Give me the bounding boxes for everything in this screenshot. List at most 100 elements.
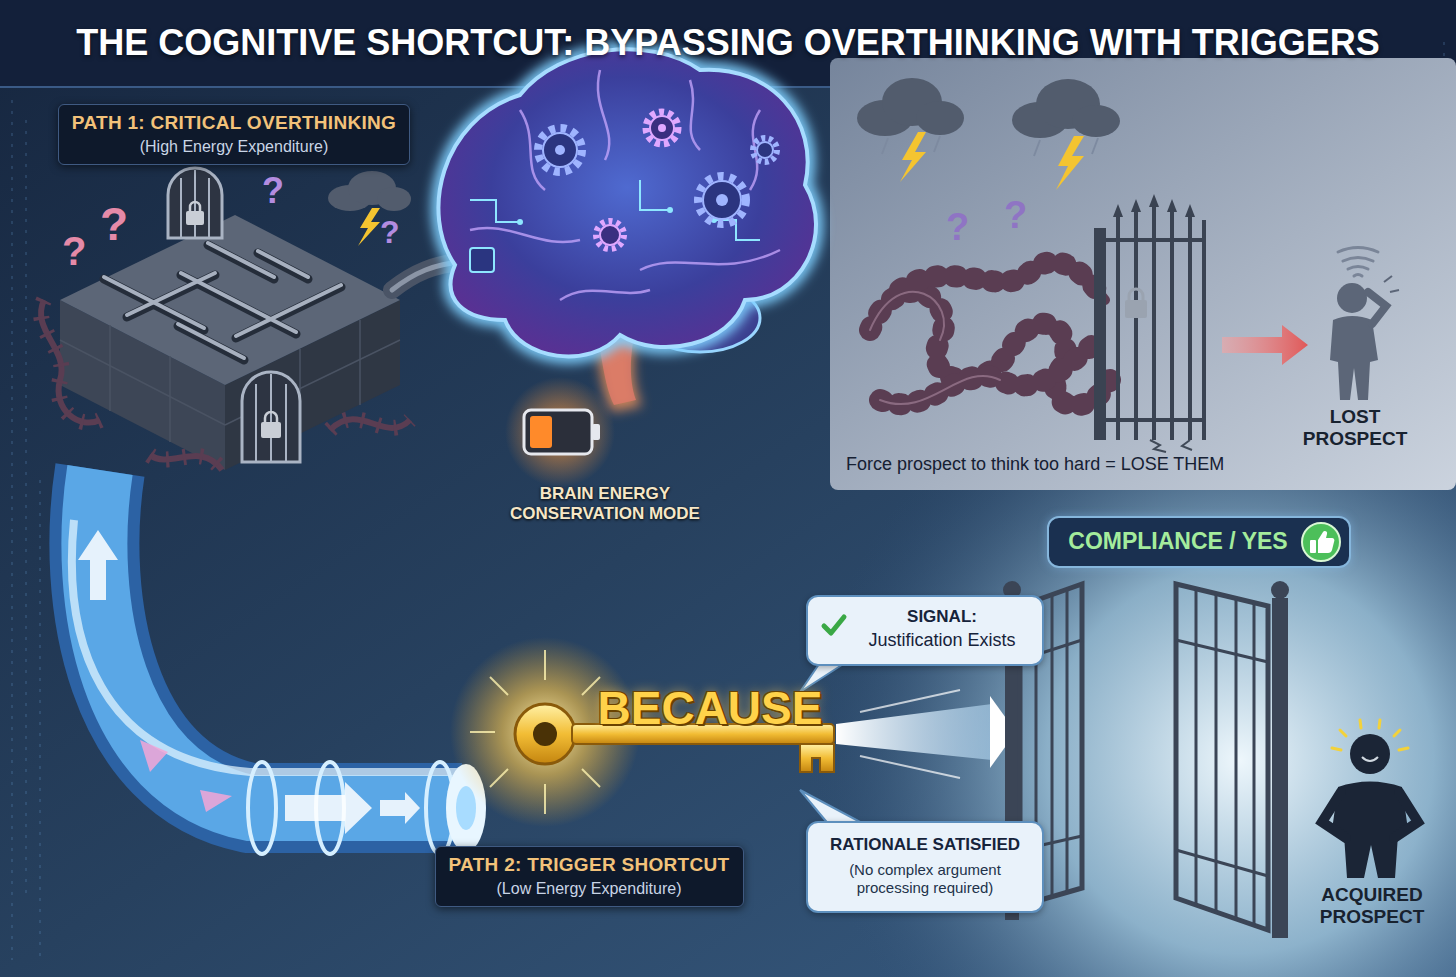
open-gate <box>1176 850 1268 876</box>
thinking-maze <box>169 356 171 442</box>
brain <box>438 49 816 356</box>
storm-clouds <box>1092 138 1098 154</box>
storm-clouds <box>1056 136 1084 190</box>
thinking-maze <box>41 168 410 470</box>
thinking-maze <box>178 324 244 358</box>
compliance-box: COMPLIANCE / YES <box>1047 516 1351 568</box>
storm-clouds <box>934 136 940 152</box>
brain <box>470 70 780 300</box>
locked-gate <box>168 168 222 238</box>
bubble-tails <box>800 648 864 826</box>
brain <box>598 70 609 160</box>
thinking-maze <box>359 320 361 405</box>
energy-burst <box>490 769 508 787</box>
blue-shortcut-tube <box>94 470 462 808</box>
low-battery-icon <box>505 377 615 487</box>
gear-icon <box>600 225 620 245</box>
locked-gate <box>242 372 300 462</box>
data-rain <box>39 480 41 960</box>
blue-shortcut-tube <box>140 740 168 772</box>
check-icon <box>820 611 848 639</box>
locked-gate <box>255 384 257 462</box>
lost-prospect-figure <box>1390 290 1399 292</box>
acquired-prospect-figure <box>1362 757 1378 761</box>
thinking-maze <box>104 243 341 358</box>
locked-fence-gate <box>1113 194 1195 217</box>
open-gate <box>1271 581 1289 599</box>
gear-icon <box>543 133 577 167</box>
thinking-maze <box>127 273 215 315</box>
energy-burst <box>582 769 600 787</box>
bubble-body: (No complex argument processing required… <box>822 861 1028 897</box>
storm-clouds <box>916 101 964 135</box>
gear-icon <box>753 138 777 162</box>
acquired-prospect-figure <box>1340 730 1346 736</box>
blue-shortcut-tube <box>72 470 486 854</box>
gear-icon <box>753 138 777 162</box>
thorn-tangle <box>870 292 1000 404</box>
locked-fence-gate <box>1167 199 1177 212</box>
blue-shortcut-tube <box>94 470 462 808</box>
path-subtitle: (High Energy Expenditure) <box>71 137 397 156</box>
thinking-maze <box>60 320 400 442</box>
locked-fence-gate <box>1185 204 1195 217</box>
gear-icon <box>716 194 728 206</box>
locked-gate <box>242 372 300 462</box>
thorn-tangle <box>880 340 1100 404</box>
blue-shortcut-tube <box>248 762 454 854</box>
locked-fence-gate <box>1113 204 1123 217</box>
thumbs-up-icon <box>1310 540 1316 553</box>
acquired-prospect-figure <box>1332 748 1341 750</box>
compliance-label: COMPLIANCE / YES <box>1065 528 1291 556</box>
locked-gate <box>168 168 222 238</box>
thinking-maze <box>109 325 111 411</box>
energy-burst <box>544 650 546 680</box>
question-mark: ? <box>1004 194 1027 238</box>
locked-fence-gate <box>1094 194 1206 452</box>
low-battery-icon <box>530 416 552 448</box>
path-label-box: PATH 2: TRIGGER SHORTCUT(Low Energy Expe… <box>435 846 744 907</box>
thorn-tangle <box>900 262 1105 300</box>
lost-prospect-figure <box>1343 258 1373 262</box>
thumbs-up-icon <box>1301 522 1341 562</box>
open-gate <box>1051 595 1054 897</box>
acquired-prospect-figure <box>1394 730 1400 736</box>
gear-icon <box>596 221 624 249</box>
loss-arrow <box>1222 325 1308 365</box>
golden-key <box>800 744 834 772</box>
blue-shortcut-tube <box>140 740 232 812</box>
gear-icon <box>646 112 678 144</box>
light-beam <box>860 690 960 712</box>
locked-fence-gate <box>1152 205 1156 440</box>
locked-gate <box>265 412 277 423</box>
acquired-prospect-figure <box>1394 792 1418 838</box>
lost-prospect-figure <box>1330 248 1399 401</box>
thorn-tangle <box>870 262 1110 405</box>
open-gate <box>1272 598 1288 938</box>
question-mark: ? <box>62 228 86 274</box>
brain <box>640 180 670 210</box>
thorn-tangle <box>900 262 1105 300</box>
path-subtitle: (Low Energy Expenditure) <box>448 879 731 898</box>
thinking-maze <box>258 251 308 277</box>
thorn-vines <box>41 300 410 470</box>
lost-prospect-figure <box>1384 276 1392 282</box>
open-gate <box>1066 590 1069 893</box>
thorn-tangle <box>870 292 944 340</box>
blue-shortcut-tube <box>285 782 372 834</box>
figure-caption: ACQUIRED PROSPECT <box>1294 884 1450 928</box>
locked-fence-gate <box>1149 194 1159 207</box>
acquired-prospect-figure <box>1399 748 1408 750</box>
gear-icon <box>757 142 773 158</box>
gear-icon <box>703 181 741 219</box>
thorn-vines <box>41 300 100 423</box>
signal-bubble: SIGNAL:Justification Exists <box>806 595 1044 666</box>
low-battery-icon <box>505 377 615 487</box>
thorn-vines <box>330 419 410 430</box>
thinking-maze <box>208 243 274 277</box>
path-heading: PATH 1: CRITICAL OVERTHINKING <box>71 112 397 135</box>
lost-prospect-figure <box>1354 275 1362 277</box>
brain <box>470 248 494 272</box>
locked-gate <box>181 170 209 238</box>
